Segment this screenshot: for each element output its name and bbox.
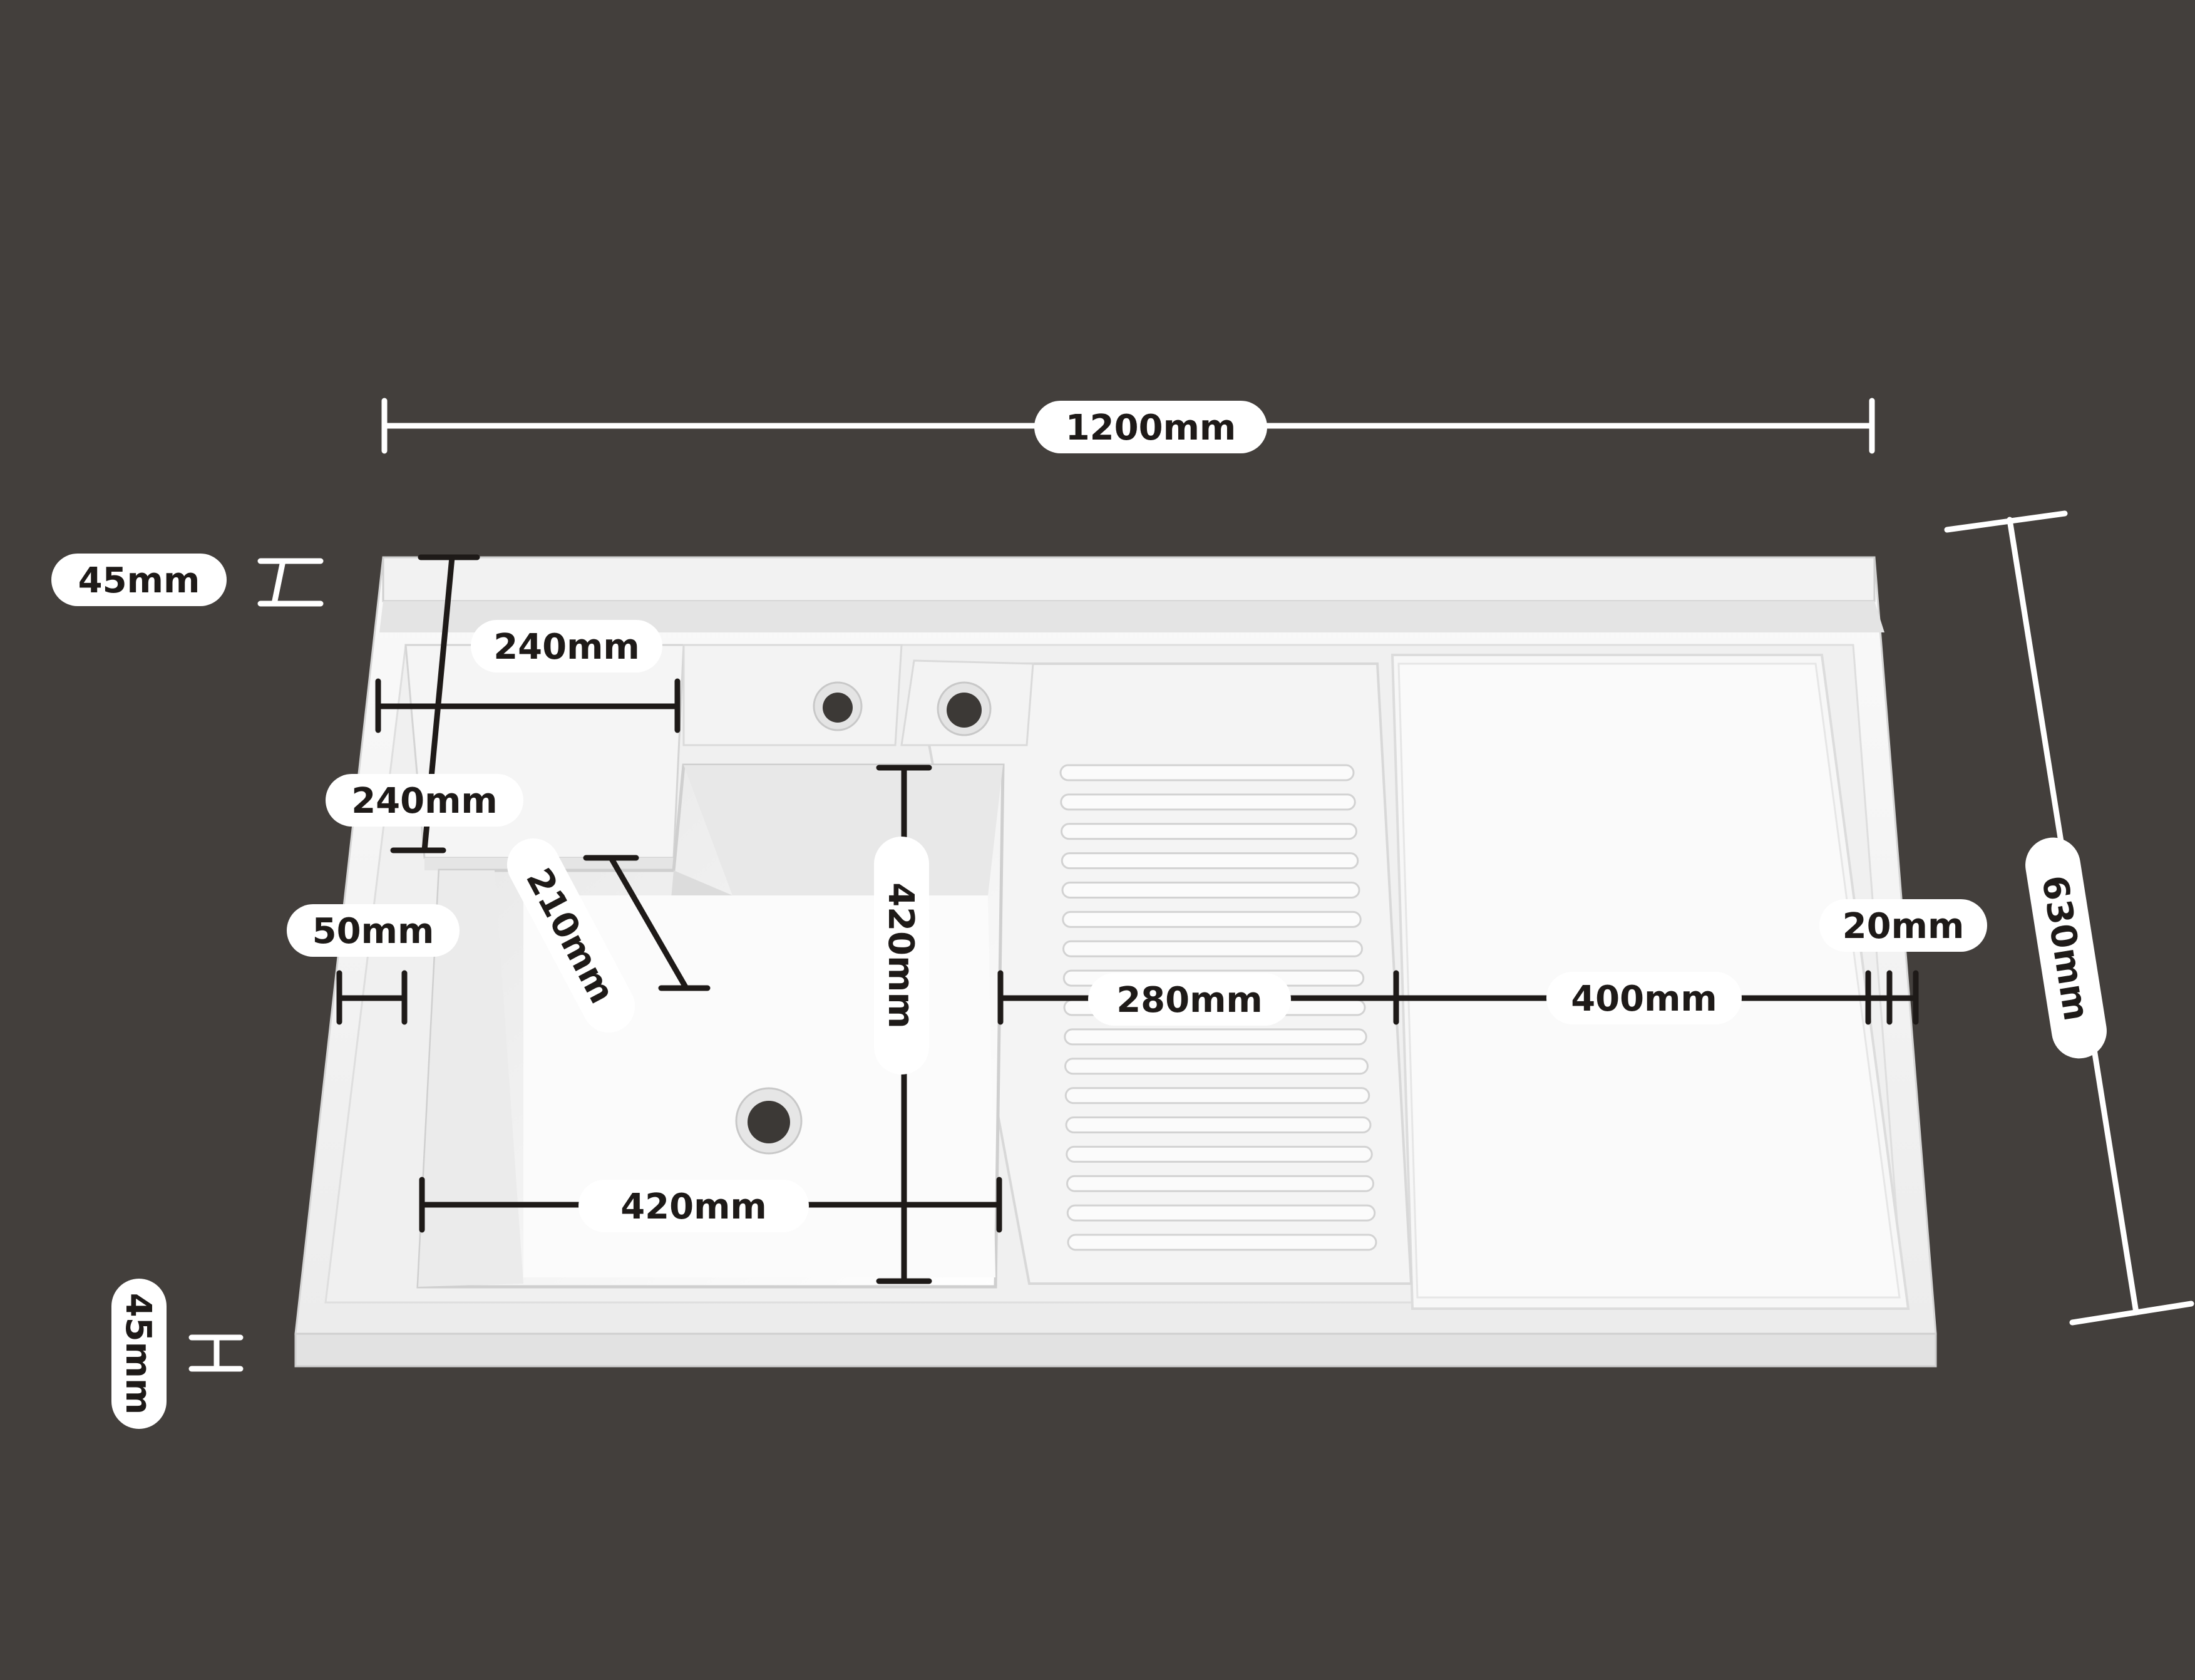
svg-text:45mm: 45mm (118, 1293, 158, 1415)
label-side-margin: 50mm (287, 904, 460, 957)
label-total-depth: 630mm (2025, 837, 2107, 1059)
label-backsplash-height: 45mm (51, 554, 227, 606)
sink-body (294, 556, 1937, 1368)
label-basin-width: 420mm (578, 1180, 809, 1232)
washboard-ridge (1062, 940, 1363, 957)
svg-text:20mm: 20mm (1843, 906, 1965, 947)
faucet-hole-right (937, 681, 992, 736)
svg-text:240mm: 240mm (351, 781, 498, 822)
faucet-deck (682, 644, 903, 746)
svg-text:45mm: 45mm (78, 560, 200, 601)
washboard-ridge (1066, 1175, 1374, 1192)
washboard-ridge (1064, 1087, 1370, 1105)
label-washboard-width: 280mm (1088, 973, 1291, 1026)
washboard-ridge (1061, 882, 1360, 899)
sink-front-edge (294, 1332, 1937, 1368)
washboard-ridge (1066, 1145, 1373, 1163)
svg-text:1200mm: 1200mm (1066, 408, 1236, 448)
svg-text:280mm: 280mm (1116, 980, 1263, 1021)
backsplash-lip (379, 601, 1884, 632)
svg-text:50mm: 50mm (312, 911, 434, 952)
washboard-ridge (1065, 1116, 1372, 1133)
washboard-ridge (1067, 1234, 1377, 1251)
washboard-ridge (1059, 764, 1355, 781)
washboard-ridge (1064, 1028, 1367, 1046)
washboard-ridge (1062, 910, 1362, 928)
svg-text:420mm: 420mm (880, 882, 921, 1029)
label-soap-tray-width: 240mm (471, 620, 662, 673)
label-front-edge-height: 45mm (111, 1279, 167, 1429)
basin-left-wall (418, 870, 523, 1287)
svg-text:240mm: 240mm (493, 627, 640, 667)
backsplash-face (382, 556, 1876, 602)
label-right-rim: 20mm (1819, 899, 1987, 952)
svg-text:420mm: 420mm (620, 1187, 767, 1227)
washboard-ridge (1060, 793, 1356, 811)
drain-hole (735, 1087, 803, 1155)
washboard-ridge (1061, 823, 1357, 840)
washboard-ridge (1061, 852, 1359, 870)
faucet-hole-left (813, 681, 863, 731)
basin-back-wall (684, 765, 1003, 895)
label-drainboard-width: 400mm (1546, 972, 1742, 1024)
svg-text:400mm: 400mm (1571, 979, 1717, 1019)
label-total-width: 1200mm (1034, 401, 1267, 453)
washboard-ridge (1066, 1204, 1376, 1222)
label-soap-tray-depth: 240mm (326, 774, 523, 827)
washboard-ridge (1064, 1058, 1369, 1075)
label-basin-depth: 420mm (874, 837, 929, 1074)
